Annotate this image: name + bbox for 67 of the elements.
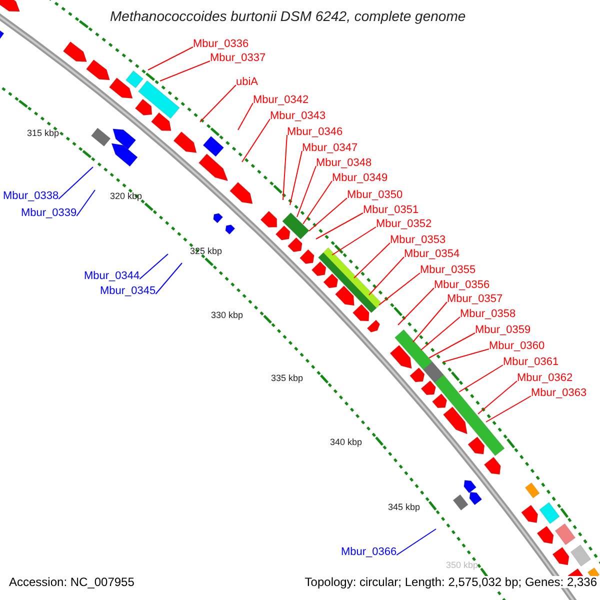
- gene-label: Mbur_0337: [210, 52, 266, 64]
- leader-line: [316, 212, 364, 240]
- gene-label: Mbur_0363: [531, 387, 587, 399]
- leader-line: [428, 332, 476, 358]
- gene-label: Mbur_0343: [270, 110, 326, 122]
- leader-line: [412, 302, 448, 342]
- genome-summary-text: Topology: circular; Length: 2,575,032 bp; Genes: 2,336: [304, 576, 597, 588]
- leader-line: [420, 316, 460, 350]
- scale-label: 335 kbp: [271, 372, 304, 384]
- leader-line: [290, 150, 302, 206]
- gene-label: Mbur_0352: [376, 218, 432, 230]
- leader-line: [396, 528, 436, 556]
- gene-label: Mbur_0345: [100, 285, 156, 297]
- leader-line: [282, 134, 288, 200]
- leader-line: [458, 364, 504, 392]
- scale-label: 325 kbp: [190, 245, 222, 257]
- gene-label: Mbur_0349: [332, 172, 388, 184]
- gene-label: Mbur_0351: [363, 204, 419, 216]
- gene-label: Mbur_0350: [347, 189, 403, 201]
- leader-line: [308, 198, 348, 232]
- gene-label: Mbur_0342: [253, 94, 309, 106]
- gene-label: Mbur_0357: [447, 293, 503, 305]
- leader-line: [332, 226, 376, 256]
- scale-label: 340 kbp: [330, 436, 362, 448]
- leader-line: [76, 190, 96, 216]
- leader-line: [58, 166, 94, 200]
- gene-label: Mbur_0338: [3, 190, 59, 202]
- gene-label: Mbur_0354: [404, 248, 460, 260]
- scale-label: 320 kbp: [110, 190, 142, 202]
- scale-label: 330 kbp: [211, 309, 244, 321]
- leader-line: [238, 102, 254, 130]
- gene-label: Mbur_0336: [193, 38, 249, 50]
- scale-label: 345 kbp: [388, 501, 420, 513]
- map-title: Methanococcoides burtonii DSM 6242, complete genome: [110, 10, 466, 22]
- leader-line: [302, 180, 332, 224]
- gene-label: Mbur_0358: [460, 308, 516, 320]
- leader-line: [155, 262, 182, 294]
- gene-label: Mbur_0359: [475, 324, 531, 336]
- scale-label: 350 kbp: [446, 559, 478, 571]
- leader-line: [296, 166, 316, 218]
- leader-line: [242, 118, 270, 162]
- gene-label: Mbur_0362: [517, 372, 573, 384]
- leader-line: [478, 380, 518, 414]
- gene-label: Mbur_0366: [341, 546, 397, 558]
- leader-line: [442, 348, 490, 362]
- gene-label: Mbur_0353: [390, 234, 446, 246]
- gene-label: Mbur_0355: [420, 264, 476, 276]
- leader-line: [486, 396, 532, 422]
- leader-line: [160, 60, 210, 82]
- gene-label: Mbur_0361: [503, 356, 559, 368]
- leader-line: [354, 242, 390, 278]
- leader-line: [378, 272, 420, 306]
- leader-line: [200, 84, 236, 122]
- leader-line: [398, 288, 434, 326]
- scale-label: 315 kbp: [27, 127, 60, 139]
- gene-label: Mbur_0348: [316, 157, 372, 169]
- gene-label: Mbur_0346: [287, 126, 343, 138]
- gene-label: ubiA: [236, 76, 258, 88]
- leader-line: [148, 46, 194, 70]
- leader-line: [139, 254, 168, 280]
- gene-label: Mbur_0360: [489, 340, 545, 352]
- gene-label: Mbur_0347: [302, 142, 358, 154]
- gene-label: Mbur_0339: [21, 207, 77, 219]
- accession-text: Accession: NC_007955: [9, 576, 134, 588]
- leader-line: [368, 256, 404, 296]
- gene-label: Mbur_0344: [84, 270, 140, 282]
- gene-label: Mbur_0356: [434, 279, 490, 291]
